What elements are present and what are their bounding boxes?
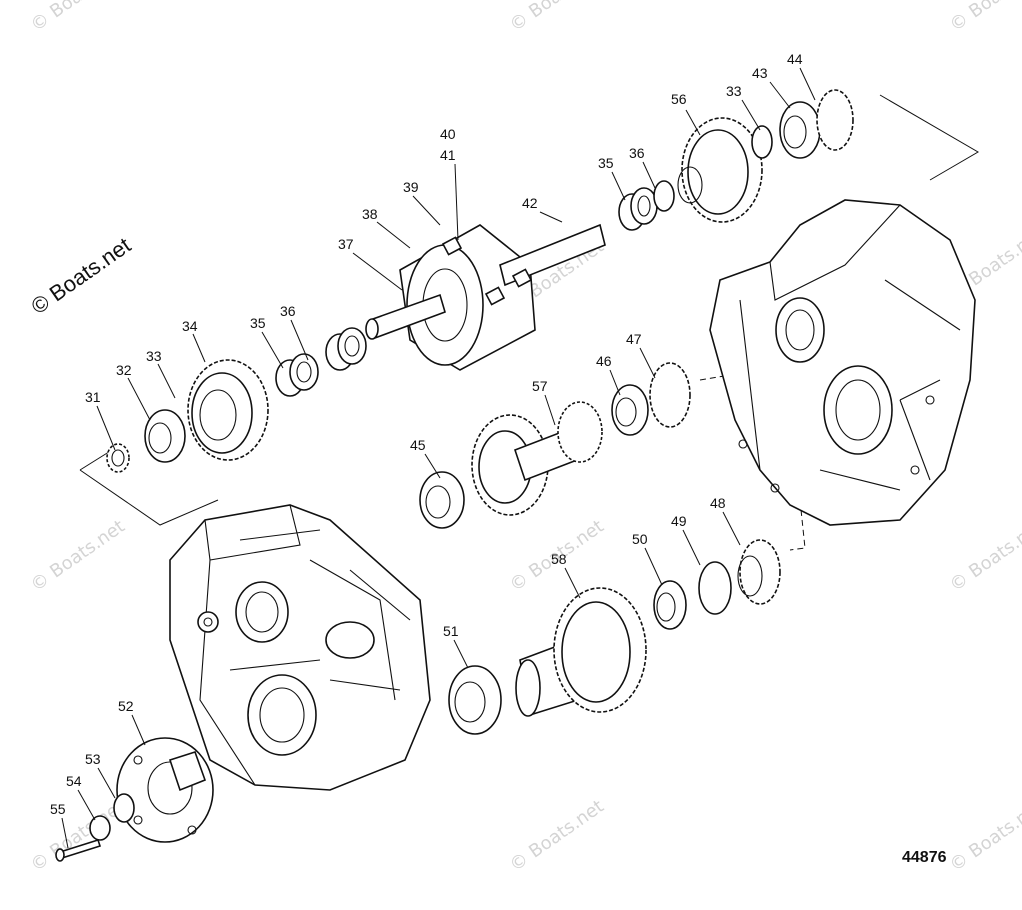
callout-50: 50 <box>632 531 648 547</box>
callout-33-right: 33 <box>726 83 742 99</box>
callout-35: 35 <box>250 315 266 331</box>
leader-lines <box>61 67 816 849</box>
gear-56 <box>677 117 763 223</box>
watermark-faint: © Boats.net <box>27 516 129 596</box>
callout-46: 46 <box>596 353 612 369</box>
callout-36-right: 36 <box>629 145 645 161</box>
callout-35-right: 35 <box>598 155 614 171</box>
needle-bearing-right <box>618 180 675 231</box>
watermark-faint: © Boats.net <box>946 796 1022 876</box>
callout-43: 43 <box>752 65 768 81</box>
callout-32: 32 <box>116 362 132 378</box>
watermark-main: © Boats.net <box>27 232 136 319</box>
bearing-51 <box>448 665 502 735</box>
race-49 <box>698 561 732 615</box>
callout-52: 52 <box>118 698 134 714</box>
callout-41: 41 <box>440 147 456 163</box>
assembly-bracket-left <box>79 444 219 526</box>
callout-57: 57 <box>532 378 548 394</box>
callout-55: 55 <box>50 801 66 817</box>
bearing-44 <box>779 89 854 159</box>
callout-labels: 31 32 33 34 35 36 37 38 39 40 41 42 35 3… <box>50 51 803 817</box>
callout-44: 44 <box>787 51 803 67</box>
callout-56: 56 <box>671 91 687 107</box>
gear-34 <box>187 359 269 461</box>
watermark-faint: © Boats.net <box>506 796 608 876</box>
callout-47: 47 <box>626 331 642 347</box>
watermark-faint: © Boats.net <box>946 516 1022 596</box>
callout-58: 58 <box>551 551 567 567</box>
bearing-31 <box>106 443 130 473</box>
clutch-pack <box>365 223 606 371</box>
seal-53 <box>113 793 135 823</box>
callout-33: 33 <box>146 348 162 364</box>
rear-housing <box>709 199 976 526</box>
bearing-47 <box>611 362 691 436</box>
callout-42: 42 <box>522 195 538 211</box>
callout-36: 36 <box>280 303 296 319</box>
callout-38: 38 <box>362 206 378 222</box>
callout-34: 34 <box>182 318 198 334</box>
callout-53: 53 <box>85 751 101 767</box>
shim-33-right <box>751 125 773 159</box>
callout-54: 54 <box>66 773 82 789</box>
assembly-bracket-right <box>879 94 979 181</box>
bearing-45 <box>419 471 465 529</box>
callout-31: 31 <box>85 389 101 405</box>
gear-58 <box>515 587 647 717</box>
diagram-number: 44876 <box>902 849 947 866</box>
bearing-50 <box>653 580 687 630</box>
callout-37: 37 <box>338 236 354 252</box>
flange-52 <box>116 737 214 843</box>
callout-39: 39 <box>403 179 419 195</box>
needle-bearing-left <box>275 327 367 397</box>
watermark-faint: © Boats.net <box>27 0 129 36</box>
watermark-faint: © Boats.net <box>506 0 608 36</box>
callout-51: 51 <box>443 623 459 639</box>
bolt-55 <box>55 839 102 862</box>
callout-49: 49 <box>671 513 687 529</box>
front-housing <box>169 504 431 791</box>
gear-57 <box>471 401 603 516</box>
bearing-32 <box>144 409 186 463</box>
washer-54 <box>89 815 111 841</box>
bearing-48 <box>737 539 781 605</box>
callout-45: 45 <box>410 437 426 453</box>
callout-48: 48 <box>710 495 726 511</box>
callout-40: 40 <box>440 126 456 142</box>
watermark-faint: © Boats.net <box>946 0 1022 36</box>
